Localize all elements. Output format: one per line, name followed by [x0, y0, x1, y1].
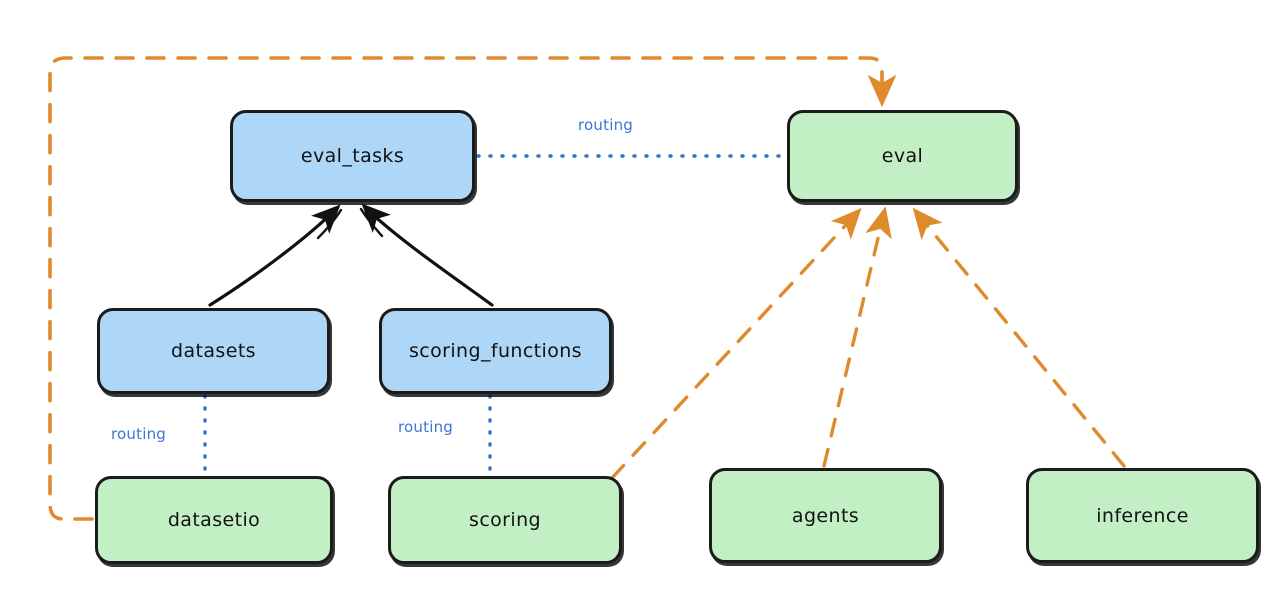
node-eval[interactable]: eval [787, 110, 1018, 202]
node-agents[interactable]: agents [709, 468, 942, 563]
edge-agents-to-eval [822, 206, 892, 468]
node-datasets[interactable]: datasets [97, 308, 330, 394]
node-label-eval: eval [881, 145, 924, 167]
edge-label-routing-eval-tasks-eval: routing [578, 116, 633, 134]
edge-label-routing-datasets-datasetio: routing [111, 425, 166, 443]
edge-scoring-to-eval [610, 208, 862, 480]
node-eval-tasks[interactable]: eval_tasks [230, 110, 475, 202]
node-scoring-functions[interactable]: scoring_functions [379, 308, 612, 394]
node-scoring[interactable]: scoring [388, 476, 622, 564]
edge-label-routing-scoring-functions-scoring: routing [398, 418, 453, 436]
node-label-agents: agents [791, 504, 860, 527]
node-datasetio[interactable]: datasetio [95, 476, 333, 564]
node-label-inference: inference [1096, 504, 1189, 527]
node-label-eval-tasks: eval_tasks [300, 145, 405, 167]
node-label-datasets: datasets [171, 340, 256, 362]
node-label-scoring-functions: scoring_functions [409, 340, 582, 362]
edge-scoring-functions-to-eval-tasks [359, 203, 494, 307]
edge-datasets-to-eval-tasks [208, 204, 343, 307]
node-inference[interactable]: inference [1026, 468, 1259, 563]
edge-inference-to-eval [912, 207, 1126, 468]
node-label-datasetio: datasetio [167, 509, 261, 531]
edge-datasetio-to-eval [48, 56, 897, 521]
node-label-scoring: scoring [469, 509, 541, 531]
